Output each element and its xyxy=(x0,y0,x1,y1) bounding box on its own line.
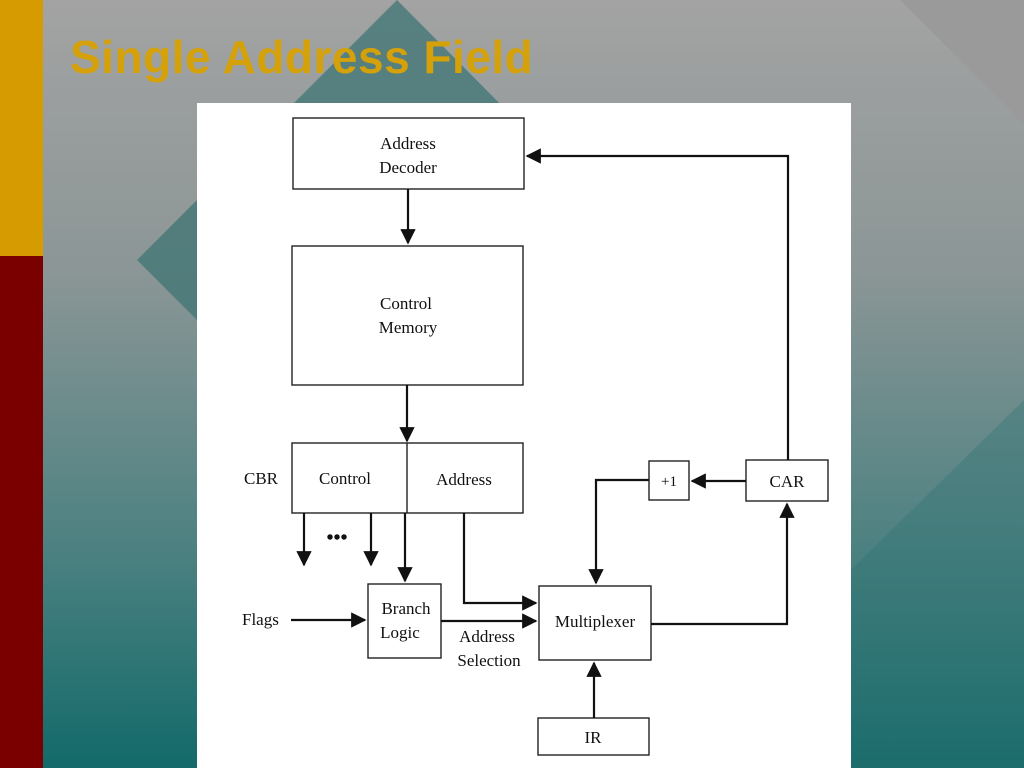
address-decoder-box xyxy=(292,117,525,190)
slide-title: Single Address Field xyxy=(70,31,534,83)
left-accent-bar-gold xyxy=(0,0,43,256)
increment-label: +1 xyxy=(661,474,677,490)
left-accent-bar-maroon xyxy=(0,256,43,768)
arrow-multiplexer-to-car xyxy=(651,502,795,626)
arrow-car-to-decoder xyxy=(525,148,790,460)
control-memory-box xyxy=(291,245,524,386)
flags-label: Flags xyxy=(242,610,279,629)
address-selection-label-line1: Address xyxy=(459,627,515,646)
background-diamond-right-lower xyxy=(851,400,1024,768)
branch-logic-label-line1: Branch xyxy=(381,599,431,618)
cbr-label: CBR xyxy=(244,469,279,488)
background-diamond-right xyxy=(900,0,1024,124)
ir-label: IR xyxy=(585,728,603,747)
address-decoder-label-line1: Address xyxy=(380,134,436,153)
control-memory-label-line2: Memory xyxy=(379,318,438,337)
arrow-cbr-address-to-multiplexer xyxy=(462,513,538,611)
branch-logic-box xyxy=(367,583,442,659)
control-memory-label-line1: Control xyxy=(380,294,432,313)
cbr-control-field: Control xyxy=(319,469,371,488)
diagram-panel: Address Decoder Control Memory CBR Contr… xyxy=(197,103,851,768)
control-signals-ellipsis: ••• xyxy=(326,527,347,549)
address-decoder-label-line2: Decoder xyxy=(379,158,437,177)
branch-logic-label-line2: Logic xyxy=(380,623,420,642)
control-unit-diagram: Address Decoder Control Memory CBR Contr… xyxy=(242,117,829,756)
cbr-address-field: Address xyxy=(436,470,492,489)
arrow-increment-to-multiplexer xyxy=(588,478,649,585)
address-selection-label-line2: Selection xyxy=(457,651,521,670)
multiplexer-label: Multiplexer xyxy=(555,612,636,631)
ir-register-box xyxy=(537,717,650,756)
car-label: CAR xyxy=(770,472,806,491)
